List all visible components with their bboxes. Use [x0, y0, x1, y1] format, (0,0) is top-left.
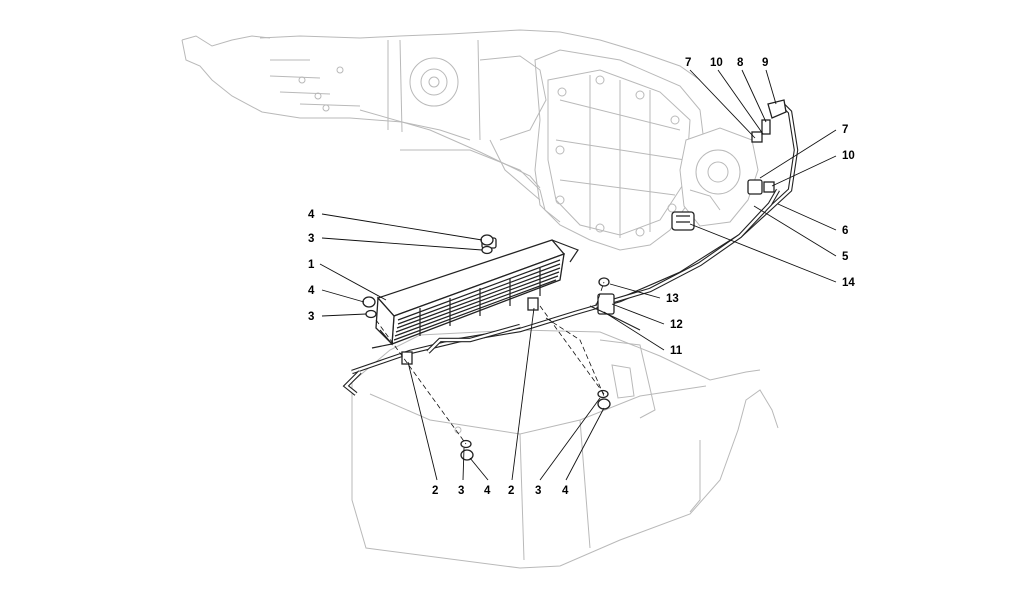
callout-11: 11	[670, 345, 683, 357]
nut-4b	[362, 296, 376, 308]
callout-7-top: 7	[685, 57, 691, 69]
elbow-9	[767, 99, 787, 119]
fitting-10b	[763, 181, 775, 193]
callout-3-mid: 3	[308, 311, 314, 323]
callout-2-right: 2	[508, 485, 514, 497]
callout-4-upper: 4	[308, 209, 315, 221]
leader-lines	[319, 69, 837, 481]
fitting-2-left	[401, 351, 413, 365]
oil-hoses	[342, 100, 799, 396]
washer-3b	[365, 309, 377, 319]
callout-3-upper: 3	[308, 233, 314, 245]
callout-10-top: 10	[710, 57, 723, 69]
callout-12: 12	[670, 319, 683, 331]
callout-4-bottom-right: 4	[562, 485, 569, 497]
callout-8: 8	[737, 57, 744, 69]
assembly-lines	[375, 281, 605, 445]
fitting-7b	[747, 179, 763, 195]
callout-2-left: 2	[432, 485, 438, 497]
callout-10-right: 10	[842, 150, 855, 162]
callout-numbers: 7 10 8 9 7 10 6 5 14 4 3 1 4 3 13 12 11 …	[308, 57, 855, 497]
nut-4d	[597, 398, 611, 410]
callout-1: 1	[308, 259, 315, 271]
callout-9: 9	[762, 57, 768, 69]
fitting-2-right	[527, 297, 539, 311]
callout-5: 5	[842, 251, 849, 263]
gearbox-rear-cover	[671, 127, 759, 231]
washer-3a	[481, 245, 493, 255]
callout-4-bottom-left: 4	[484, 485, 491, 497]
nut-4c	[460, 449, 474, 461]
callout-14: 14	[842, 277, 855, 289]
callout-4-mid: 4	[308, 285, 315, 297]
fitting-7a	[751, 131, 763, 143]
fitting-8	[761, 119, 771, 135]
gearbox-housing	[181, 29, 706, 251]
callout-13: 13	[666, 293, 679, 305]
sensor-bracket	[671, 211, 695, 231]
sump-tray	[351, 329, 779, 569]
nut-4a	[480, 234, 494, 246]
hose-fittings	[401, 99, 787, 365]
oil-cooler-radiator	[371, 237, 579, 349]
callout-3-bottom-right: 3	[535, 485, 541, 497]
callout-3-bottom-left: 3	[458, 485, 464, 497]
callout-6: 6	[842, 225, 848, 237]
callout-7-right: 7	[842, 124, 848, 136]
